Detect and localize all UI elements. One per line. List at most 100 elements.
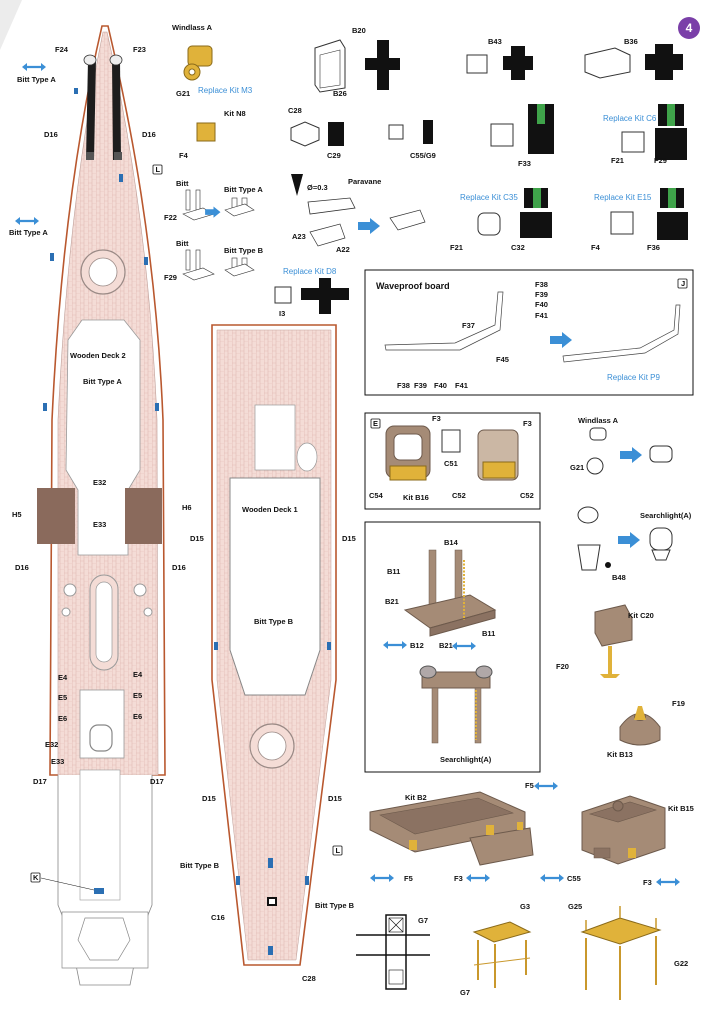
label-wp-f40-bottom: F40 — [434, 381, 447, 390]
waveproof-title: Waveproof board — [376, 281, 450, 291]
label-f29-bitt: F29 — [164, 273, 177, 282]
label-b11: B11 — [387, 567, 400, 576]
label-replace-kit-p9: Replace Kit P9 — [607, 373, 660, 382]
part-replace-c6 — [621, 104, 687, 160]
part-b16-assembly — [385, 425, 519, 481]
label-bitt-type-a-mid: Bitt Type A — [9, 228, 48, 237]
tag-l-right: L — [336, 846, 341, 855]
label-g22: G22 — [674, 959, 688, 968]
part-g3-platform — [472, 921, 532, 988]
label-replace-kit-c35: Replace Kit C35 — [460, 193, 518, 202]
tag-j: J — [681, 279, 685, 288]
label-wp-f41: F41 — [535, 311, 548, 320]
label-g25: G25 — [568, 902, 582, 911]
part-bitt-a — [182, 189, 255, 221]
label-c16: C16 — [211, 913, 225, 922]
label-wp-f38-bottom: F38 — [397, 381, 410, 390]
label-b43: B43 — [488, 37, 502, 46]
label-e-f3: F3 — [432, 414, 441, 423]
part-tower-assembly — [403, 549, 497, 744]
part-b36 — [584, 44, 683, 80]
label-e32: E32 — [93, 478, 106, 487]
label-c28-bottom: C28 — [302, 974, 316, 983]
label-b26: B26 — [333, 89, 347, 98]
label-d17-right: D17 — [150, 777, 164, 786]
label-c52: C52 — [452, 491, 466, 500]
label-b14: B14 — [444, 538, 459, 547]
label-e32-lower: E32 — [45, 740, 58, 749]
label-kit-b2: Kit B2 — [405, 793, 427, 802]
label-e33-lower: E33 — [51, 757, 64, 766]
label-a23: A23 — [292, 232, 306, 241]
label-windlass-a-right: Windlass A — [578, 416, 619, 425]
label-e4-right: E4 — [133, 670, 143, 679]
label-bitt-type-a-inner: Bitt Type A — [83, 377, 122, 386]
label-i3: I3 — [279, 309, 285, 318]
label-f5-b: F5 — [404, 874, 413, 883]
label-d15-left-2: D15 — [202, 794, 216, 803]
label-c55-g9: C55/G9 — [410, 151, 436, 160]
tag-l-left: L — [156, 165, 161, 174]
waveproof-board-left — [384, 291, 504, 351]
label-bitt-1: Bitt — [176, 179, 189, 188]
page-number: 4 — [686, 21, 693, 35]
label-d16-right-2: D16 — [172, 563, 186, 572]
label-wp-f38: F38 — [535, 280, 548, 289]
label-replace-kit-e15: Replace Kit E15 — [594, 193, 652, 202]
right-deck — [211, 324, 337, 966]
label-f21-mid: F21 — [450, 243, 463, 252]
label-c51: C51 — [444, 459, 458, 468]
label-e6-right: E6 — [133, 712, 142, 721]
label-e-f3-b: F3 — [523, 419, 532, 428]
part-kit-b2 — [369, 791, 534, 866]
label-f5: F5 — [525, 781, 534, 790]
label-g21-top: G21 — [176, 89, 190, 98]
label-c52-b: C52 — [520, 491, 534, 500]
label-searchlight-right: Searchlight(A) — [640, 511, 692, 520]
label-d15-right: D15 — [342, 534, 356, 543]
label-f4-mid: F4 — [591, 243, 601, 252]
label-g7: G7 — [418, 916, 428, 925]
label-c54: C54 — [369, 491, 384, 500]
label-d15-right-2: D15 — [328, 794, 342, 803]
part-c29 — [328, 122, 344, 146]
label-f4-top: F4 — [179, 151, 189, 160]
label-bitt-2: Bitt — [176, 239, 189, 248]
label-d15-left: D15 — [190, 534, 204, 543]
label-kit-b15: Kit B15 — [668, 804, 694, 813]
page-fold — [0, 0, 22, 50]
page-number-badge — [678, 17, 700, 39]
label-f33: F33 — [518, 159, 531, 168]
label-e5-left: E5 — [58, 693, 67, 702]
part-kit-b15 — [581, 795, 666, 865]
label-bitt-type-a-top: Bitt Type A — [17, 75, 56, 84]
label-wp-f39-bottom: F39 — [414, 381, 427, 390]
label-kit-b16: Kit B16 — [403, 493, 429, 502]
drill-icon — [291, 174, 303, 196]
label-searchlight-tower: Searchlight(A) — [440, 755, 492, 764]
label-windlass-a-top: Windlass A — [172, 23, 213, 32]
part-bitt-b — [182, 249, 255, 281]
windlass-yellow-part — [183, 45, 213, 81]
label-g3: G3 — [520, 902, 530, 911]
part-windlass-right — [586, 427, 673, 475]
part-f33 — [490, 104, 554, 154]
label-f29-top: F29 — [654, 156, 667, 165]
label-a22: A22 — [336, 245, 350, 254]
part-kit-b13 — [619, 706, 661, 746]
label-kit-n8: Kit N8 — [224, 109, 246, 118]
kit-n8-part — [196, 122, 216, 142]
label-f21-top: F21 — [611, 156, 624, 165]
label-f23: F23 — [133, 45, 146, 54]
part-paravane — [307, 197, 426, 247]
part-c28 — [290, 121, 320, 147]
label-d16-left: D16 — [44, 130, 58, 139]
label-g21-right: G21 — [570, 463, 584, 472]
label-wooden-deck-1: Wooden Deck 1 — [242, 505, 298, 514]
label-wp-f37: F37 — [462, 321, 475, 330]
label-f24: F24 — [55, 45, 69, 54]
label-c28-top: C28 — [288, 106, 302, 115]
label-f19: F19 — [672, 699, 685, 708]
label-replace-kit-c6: Replace Kit C6 — [603, 114, 657, 123]
